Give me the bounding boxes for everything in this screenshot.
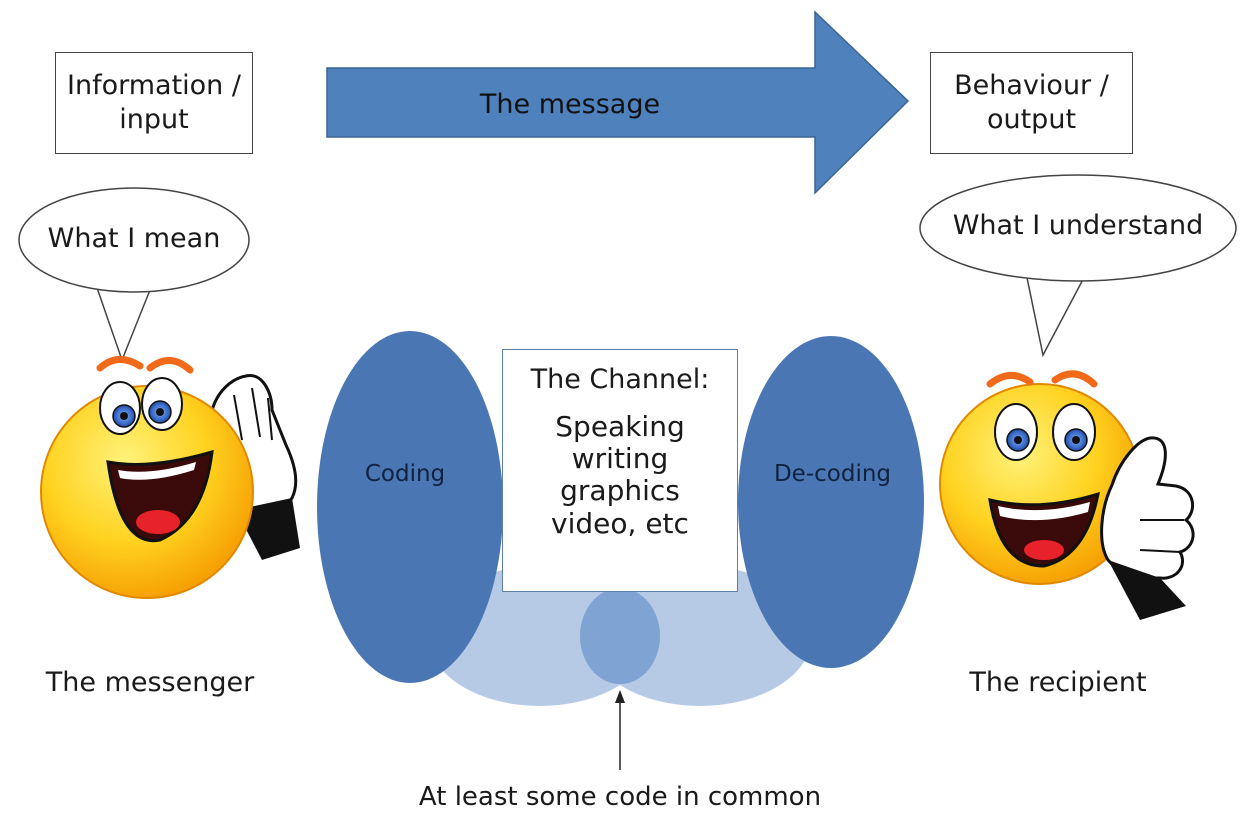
message-arrow: [326, 10, 910, 195]
channel-item: writing: [571, 442, 669, 476]
channel-items: Speaking writing graphics video, etc: [503, 410, 737, 540]
channel-item: graphics: [560, 474, 680, 508]
decoding-label: De-coding: [773, 461, 892, 487]
input-box-line1: Information /: [67, 70, 241, 102]
channel-box: The Channel: Speaking writing graphics v…: [502, 349, 738, 592]
input-box: Information / input: [55, 52, 253, 154]
channel-item: video, etc: [551, 506, 689, 540]
common-code-overlap: [428, 566, 812, 706]
messenger-caption: The messenger: [45, 667, 255, 698]
output-box-line1: Behaviour /: [954, 70, 1109, 102]
common-code-label: At least some code in common: [418, 782, 822, 812]
output-box: Behaviour / output: [930, 52, 1133, 154]
decoding-ellipse: [738, 336, 924, 668]
messenger-bubble-text: What I mean: [47, 223, 221, 254]
message-arrow-label: The message: [479, 89, 661, 120]
messenger-speech-bubble: [18, 187, 250, 363]
recipient-smiley-icon: [939, 370, 1195, 620]
channel-title: The Channel:: [530, 364, 710, 395]
coding-ellipse: [317, 331, 503, 683]
recipient-caption: The recipient: [969, 667, 1147, 698]
coding-label: Coding: [364, 461, 446, 487]
recipient-speech-bubble: [919, 174, 1237, 358]
channel-item: Speaking: [555, 410, 685, 443]
output-box-line2: output: [986, 104, 1077, 135]
thumbs-up-icon: [1100, 436, 1195, 620]
common-code-pointer: [615, 690, 625, 770]
recipient-bubble-text: What I understand: [952, 210, 1204, 241]
messenger-smiley-icon: [40, 356, 300, 599]
input-box-line2: input: [119, 104, 189, 135]
